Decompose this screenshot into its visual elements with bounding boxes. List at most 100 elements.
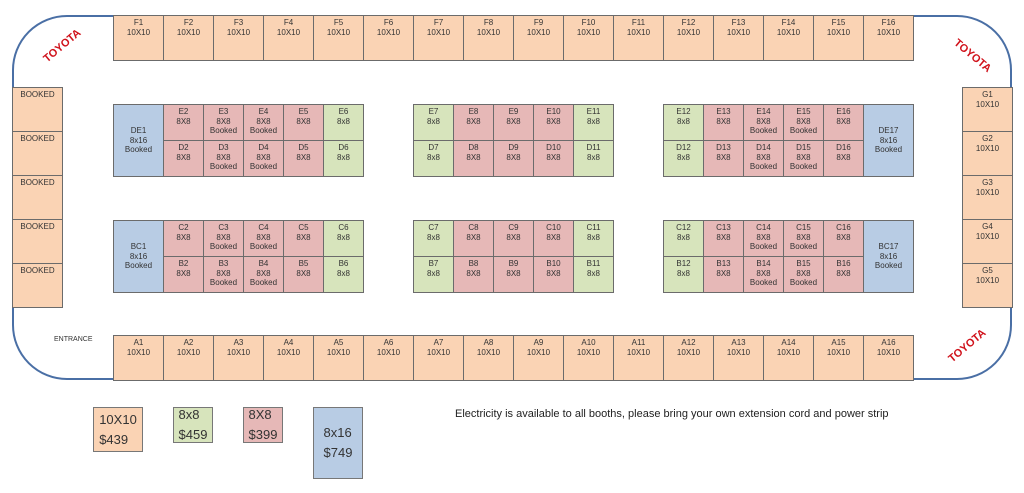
booth-C15[interactable]: C15 8X8 Booked (783, 220, 824, 257)
booth-E11[interactable]: E11 8x8 (573, 104, 614, 141)
booth-B3[interactable]: B3 8X8 Booked (203, 256, 244, 293)
booth-A7[interactable]: A7 10X10 (413, 335, 464, 381)
booth-left-1[interactable]: BOOKED (12, 87, 63, 132)
booth-G4[interactable]: G4 10X10 (962, 219, 1013, 264)
booth-G2[interactable]: G2 10X10 (962, 131, 1013, 176)
booth-F14[interactable]: F14 10X10 (763, 15, 814, 61)
booth-A9[interactable]: A9 10X10 (513, 335, 564, 381)
booth-D7[interactable]: D7 8x8 (413, 140, 454, 177)
booth-F8[interactable]: F8 10X10 (463, 15, 514, 61)
booth-E6[interactable]: E6 8x8 (323, 104, 364, 141)
booth-D13[interactable]: D13 8X8 (703, 140, 744, 177)
booth-B2[interactable]: B2 8X8 (163, 256, 204, 293)
booth-B14[interactable]: B14 8X8 Booked (743, 256, 784, 293)
booth-A12[interactable]: A12 10X10 (663, 335, 714, 381)
booth-E7[interactable]: E7 8x8 (413, 104, 454, 141)
booth-C11[interactable]: C11 8x8 (573, 220, 614, 257)
booth-D3[interactable]: D3 8X8 Booked (203, 140, 244, 177)
booth-C2[interactable]: C2 8X8 (163, 220, 204, 257)
booth-F15[interactable]: F15 10X10 (813, 15, 864, 61)
booth-C3[interactable]: C3 8X8 Booked (203, 220, 244, 257)
booth-G1[interactable]: G1 10X10 (962, 87, 1013, 132)
booth-D12[interactable]: D12 8x8 (663, 140, 704, 177)
booth-B12[interactable]: B12 8x8 (663, 256, 704, 293)
booth-A13[interactable]: A13 10X10 (713, 335, 764, 381)
booth-BC1[interactable]: BC1 8x16 Booked (113, 220, 164, 293)
booth-B8[interactable]: B8 8X8 (453, 256, 494, 293)
booth-A11[interactable]: A11 10X10 (613, 335, 664, 381)
booth-D10[interactable]: D10 8X8 (533, 140, 574, 177)
booth-F5[interactable]: F5 10X10 (313, 15, 364, 61)
booth-C14[interactable]: C14 8X8 Booked (743, 220, 784, 257)
booth-D4[interactable]: D4 8X8 Booked (243, 140, 284, 177)
booth-F9[interactable]: F9 10X10 (513, 15, 564, 61)
booth-F12[interactable]: F12 10X10 (663, 15, 714, 61)
booth-C9[interactable]: C9 8X8 (493, 220, 534, 257)
booth-left-2[interactable]: BOOKED (12, 131, 63, 176)
booth-D9[interactable]: D9 8X8 (493, 140, 534, 177)
booth-left-4[interactable]: BOOKED (12, 219, 63, 264)
booth-D8[interactable]: D8 8X8 (453, 140, 494, 177)
booth-F16[interactable]: F16 10X10 (863, 15, 914, 61)
booth-E2[interactable]: E2 8X8 (163, 104, 204, 141)
booth-E3[interactable]: E3 8X8 Booked (203, 104, 244, 141)
booth-E12[interactable]: E12 8x8 (663, 104, 704, 141)
booth-E14[interactable]: E14 8X8 Booked (743, 104, 784, 141)
booth-A3[interactable]: A3 10X10 (213, 335, 264, 381)
booth-C6[interactable]: C6 8x8 (323, 220, 364, 257)
booth-A10[interactable]: A10 10X10 (563, 335, 614, 381)
booth-F6[interactable]: F6 10X10 (363, 15, 414, 61)
booth-C8[interactable]: C8 8X8 (453, 220, 494, 257)
booth-B5[interactable]: B5 8X8 (283, 256, 324, 293)
booth-C13[interactable]: C13 8X8 (703, 220, 744, 257)
booth-C12[interactable]: C12 8x8 (663, 220, 704, 257)
booth-F10[interactable]: F10 10X10 (563, 15, 614, 61)
booth-D16[interactable]: D16 8X8 (823, 140, 864, 177)
booth-B9[interactable]: B9 8X8 (493, 256, 534, 293)
booth-B15[interactable]: B15 8X8 Booked (783, 256, 824, 293)
booth-E5[interactable]: E5 8X8 (283, 104, 324, 141)
booth-C10[interactable]: C10 8X8 (533, 220, 574, 257)
booth-A1[interactable]: A1 10X10 (113, 335, 164, 381)
booth-A6[interactable]: A6 10X10 (363, 335, 414, 381)
booth-B6[interactable]: B6 8x8 (323, 256, 364, 293)
booth-E10[interactable]: E10 8X8 (533, 104, 574, 141)
booth-F7[interactable]: F7 10X10 (413, 15, 464, 61)
booth-A14[interactable]: A14 10X10 (763, 335, 814, 381)
booth-E9[interactable]: E9 8X8 (493, 104, 534, 141)
booth-D6[interactable]: D6 8x8 (323, 140, 364, 177)
booth-DE1[interactable]: DE1 8x16 Booked (113, 104, 164, 177)
booth-A4[interactable]: A4 10X10 (263, 335, 314, 381)
booth-F13[interactable]: F13 10X10 (713, 15, 764, 61)
booth-F2[interactable]: F2 10X10 (163, 15, 214, 61)
booth-C16[interactable]: C16 8X8 (823, 220, 864, 257)
booth-F3[interactable]: F3 10X10 (213, 15, 264, 61)
booth-G5[interactable]: G5 10X10 (962, 263, 1013, 308)
booth-A5[interactable]: A5 10X10 (313, 335, 364, 381)
booth-DE17[interactable]: DE17 8x16 Booked (863, 104, 914, 177)
booth-D2[interactable]: D2 8X8 (163, 140, 204, 177)
booth-D11[interactable]: D11 8x8 (573, 140, 614, 177)
booth-A16[interactable]: A16 10X10 (863, 335, 914, 381)
booth-F1[interactable]: F1 10X10 (113, 15, 164, 61)
booth-A2[interactable]: A2 10X10 (163, 335, 214, 381)
booth-E15[interactable]: E15 8X8 Booked (783, 104, 824, 141)
booth-B13[interactable]: B13 8X8 (703, 256, 744, 293)
booth-E8[interactable]: E8 8X8 (453, 104, 494, 141)
booth-F4[interactable]: F4 10X10 (263, 15, 314, 61)
booth-B10[interactable]: B10 8X8 (533, 256, 574, 293)
booth-C5[interactable]: C5 8X8 (283, 220, 324, 257)
booth-D15[interactable]: D15 8X8 Booked (783, 140, 824, 177)
booth-D14[interactable]: D14 8X8 Booked (743, 140, 784, 177)
booth-A15[interactable]: A15 10X10 (813, 335, 864, 381)
booth-A8[interactable]: A8 10X10 (463, 335, 514, 381)
booth-F11[interactable]: F11 10X10 (613, 15, 664, 61)
booth-left-5[interactable]: BOOKED (12, 263, 63, 308)
booth-E13[interactable]: E13 8X8 (703, 104, 744, 141)
booth-B7[interactable]: B7 8x8 (413, 256, 454, 293)
booth-C7[interactable]: C7 8x8 (413, 220, 454, 257)
booth-E4[interactable]: E4 8X8 Booked (243, 104, 284, 141)
booth-BC17[interactable]: BC17 8x16 Booked (863, 220, 914, 293)
booth-C4[interactable]: C4 8X8 Booked (243, 220, 284, 257)
booth-B16[interactable]: B16 8X8 (823, 256, 864, 293)
